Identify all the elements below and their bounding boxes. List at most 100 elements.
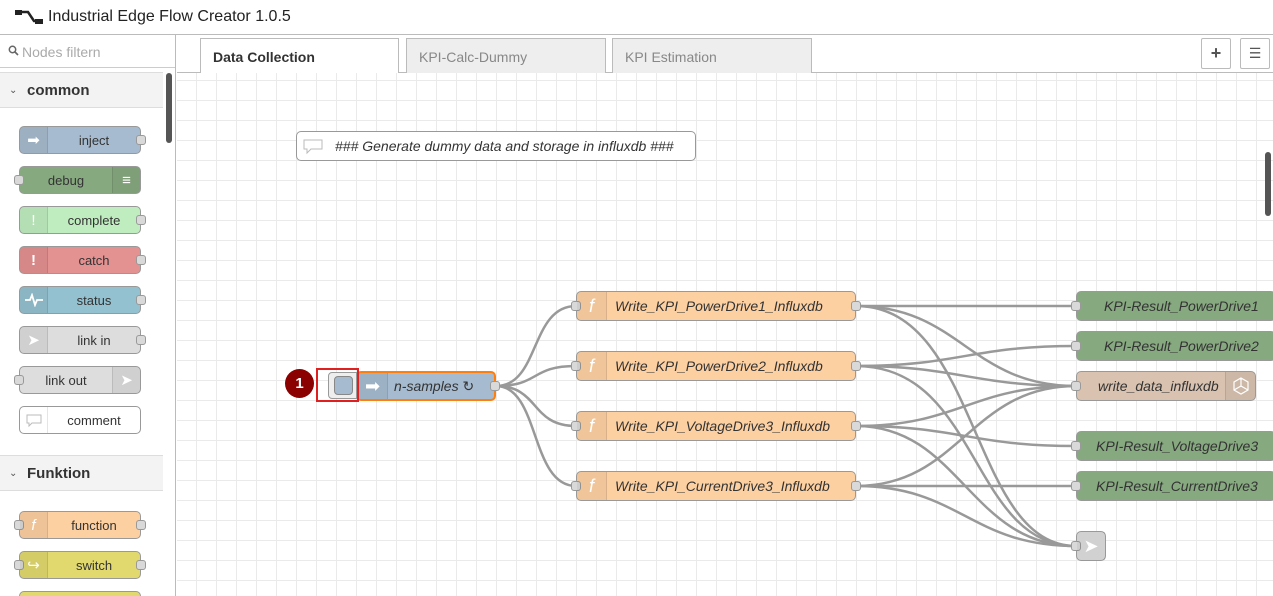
debug-node[interactable]: KPI-Result_PowerDrive1 bbox=[1071, 291, 1273, 321]
input-port bbox=[14, 175, 24, 185]
output-port[interactable] bbox=[851, 301, 861, 311]
input-port bbox=[14, 520, 24, 530]
debug-node[interactable]: KPI-Result_CurrentDrive3 bbox=[1071, 471, 1273, 501]
palette-node-comment[interactable]: comment bbox=[19, 406, 141, 434]
debug-node-label: KPI-Result_VoltageDrive3 bbox=[1096, 438, 1259, 454]
palette-search[interactable]: Nodes filtern bbox=[0, 35, 175, 68]
debug-node-label: KPI-Result_PowerDrive1 bbox=[1104, 298, 1259, 314]
function-icon: f bbox=[577, 352, 607, 380]
search-placeholder: Nodes filtern bbox=[22, 44, 101, 60]
function-node-label: Write_KPI_PowerDrive2_Influxdb bbox=[615, 358, 823, 374]
tab-kpi-estimation[interactable]: KPI Estimation bbox=[612, 38, 812, 73]
input-port[interactable] bbox=[1071, 481, 1081, 491]
link-in-icon: ➤ bbox=[20, 327, 48, 353]
function-icon: f bbox=[577, 472, 607, 500]
wire bbox=[855, 364, 1077, 548]
influxdb-node[interactable]: write_data_influxdb bbox=[1071, 371, 1256, 401]
palette-node-partial[interactable] bbox=[19, 591, 141, 596]
palette-node-function[interactable]: f function bbox=[14, 511, 146, 539]
palette-node-link-out[interactable]: link out ➤ bbox=[14, 366, 141, 394]
wire bbox=[855, 484, 1077, 548]
link-out-node[interactable]: ➤ bbox=[1071, 531, 1106, 561]
palette-node-status[interactable]: status bbox=[19, 286, 146, 314]
function-icon: f bbox=[577, 292, 607, 320]
function-node[interactable]: f Write_KPI_CurrentDrive3_Influxdb bbox=[571, 471, 861, 501]
wire bbox=[495, 384, 577, 428]
palette-node-label: function bbox=[71, 518, 117, 533]
highlight-box bbox=[316, 368, 359, 402]
list-icon: ≡ bbox=[112, 167, 140, 193]
comment-text: ### Generate dummy data and storage in i… bbox=[335, 138, 674, 154]
output-port bbox=[136, 335, 146, 345]
input-port bbox=[14, 560, 24, 570]
palette-node-label: comment bbox=[67, 413, 121, 428]
input-port[interactable] bbox=[1071, 301, 1081, 311]
palette-node-switch[interactable]: ↪ switch bbox=[14, 551, 146, 579]
palette-node-label: switch bbox=[75, 558, 113, 573]
input-port[interactable] bbox=[1071, 341, 1081, 351]
input-port[interactable] bbox=[571, 301, 581, 311]
palette-node-catch[interactable]: ! catch bbox=[19, 246, 146, 274]
function-node[interactable]: f Write_KPI_PowerDrive1_Influxdb bbox=[571, 291, 861, 321]
inject-node-label: n-samples ↻ bbox=[394, 378, 475, 394]
wire bbox=[495, 364, 577, 388]
arrow-in-icon: ➡ bbox=[358, 373, 388, 399]
category-common[interactable]: ⌄ common bbox=[0, 72, 163, 108]
palette-node-debug[interactable]: debug ≡ bbox=[14, 166, 141, 194]
step-badge: 1 bbox=[285, 369, 314, 398]
debug-node-label: KPI-Result_CurrentDrive3 bbox=[1096, 478, 1258, 494]
function-node[interactable]: f Write_KPI_VoltageDrive3_Influxdb bbox=[571, 411, 861, 441]
input-port bbox=[14, 375, 24, 385]
tab-data-collection[interactable]: Data Collection bbox=[200, 38, 399, 74]
debug-node[interactable]: KPI-Result_PowerDrive2 bbox=[1071, 331, 1273, 361]
input-port[interactable] bbox=[571, 481, 581, 491]
output-port[interactable] bbox=[490, 381, 500, 391]
function-icon: f bbox=[20, 512, 48, 538]
app-header: Industrial Edge Flow Creator 1.0.5 bbox=[0, 0, 1273, 35]
workspace-scrollbar[interactable] bbox=[1265, 152, 1271, 216]
input-port[interactable] bbox=[1071, 541, 1081, 551]
palette-node-complete[interactable]: ! complete bbox=[19, 206, 146, 234]
wire bbox=[855, 364, 1077, 388]
output-port bbox=[136, 215, 146, 225]
link-out-icon: ➤ bbox=[1077, 532, 1105, 560]
wire bbox=[495, 384, 577, 488]
input-port[interactable] bbox=[571, 361, 581, 371]
palette-scrollbar[interactable] bbox=[166, 73, 172, 143]
output-port[interactable] bbox=[851, 481, 861, 491]
input-port[interactable] bbox=[1071, 441, 1081, 451]
function-node[interactable]: f Write_KPI_PowerDrive2_Influxdb bbox=[571, 351, 861, 381]
palette-node-inject[interactable]: ➡ inject bbox=[19, 126, 146, 154]
output-port bbox=[136, 560, 146, 570]
output-port[interactable] bbox=[851, 421, 861, 431]
input-port[interactable] bbox=[1071, 381, 1081, 391]
tab-list-button[interactable]: ☰ bbox=[1240, 38, 1270, 69]
wire bbox=[855, 344, 1077, 368]
chevron-down-icon: ⌄ bbox=[9, 85, 18, 96]
comment-node[interactable]: ### Generate dummy data and storage in i… bbox=[296, 131, 696, 161]
flow-logo-icon bbox=[15, 10, 43, 24]
wire bbox=[855, 384, 1077, 428]
wire bbox=[855, 304, 1077, 548]
palette-node-label: complete bbox=[67, 213, 121, 228]
add-tab-button[interactable]: + bbox=[1201, 38, 1231, 69]
palette-node-link-in[interactable]: ➤ link in bbox=[19, 326, 146, 354]
search-icon bbox=[8, 45, 19, 56]
comment-icon bbox=[303, 139, 323, 155]
palette-node-label: status bbox=[76, 293, 112, 308]
wire bbox=[855, 304, 1077, 388]
inject-trigger-button[interactable] bbox=[334, 376, 353, 395]
wire bbox=[855, 384, 1077, 488]
category-label: Funktion bbox=[27, 465, 91, 482]
pulse-icon bbox=[20, 287, 48, 313]
category-funktion[interactable]: ⌄ Funktion bbox=[0, 455, 163, 491]
output-port bbox=[136, 255, 146, 265]
debug-node[interactable]: KPI-Result_VoltageDrive3 bbox=[1071, 431, 1273, 461]
inject-node[interactable]: ➡ n-samples ↻ bbox=[356, 371, 500, 401]
chevron-down-icon: ⌄ bbox=[9, 468, 18, 479]
tab-kpi-calc-dummy[interactable]: KPI-Calc-Dummy bbox=[406, 38, 606, 73]
palette-node-label: link in bbox=[77, 333, 111, 348]
palette-node-label: link out bbox=[45, 373, 87, 388]
output-port[interactable] bbox=[851, 361, 861, 371]
input-port[interactable] bbox=[571, 421, 581, 431]
